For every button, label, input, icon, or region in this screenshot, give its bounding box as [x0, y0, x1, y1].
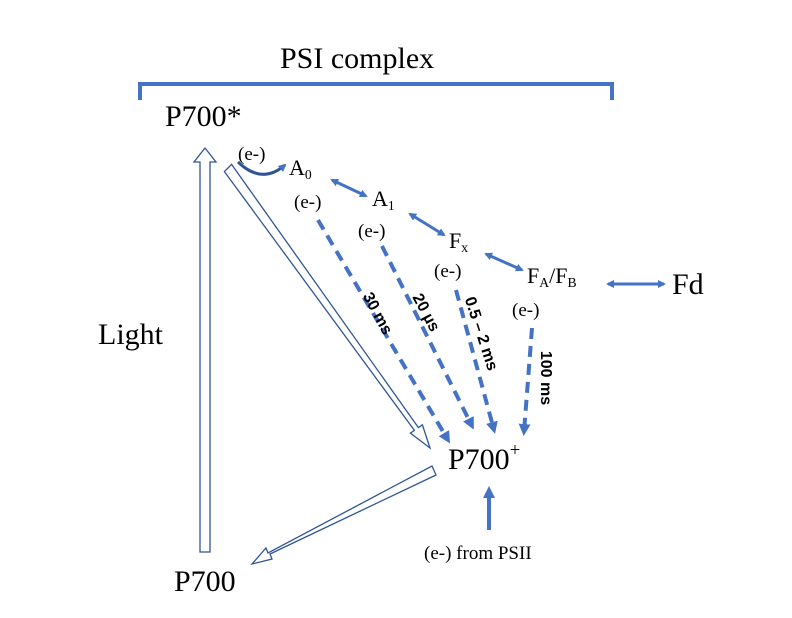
- fx-fafb-arrow: [484, 252, 524, 272]
- rate-label-100ms: 100 ms: [537, 350, 555, 406]
- a0-label: A0: [289, 155, 312, 183]
- fd-label: Fd: [672, 268, 704, 301]
- a0-a1-arrow: [330, 178, 368, 198]
- p700-star-label: P700*: [165, 100, 242, 133]
- light-excitation-arrow: [192, 146, 218, 553]
- light-label: Light: [98, 318, 163, 351]
- fafb-recombination-arrow: [518, 327, 534, 436]
- a1-recombination-arrow: [380, 245, 474, 430]
- electron-label-a0: (e-): [238, 144, 266, 165]
- fx-recombination-arrow: [454, 289, 498, 434]
- electron-label-fafb-2: (e-): [512, 300, 540, 321]
- a1-label: A1: [372, 186, 395, 214]
- a1-fx-arrow: [408, 212, 446, 237]
- return-hollow-arrow: [250, 465, 437, 566]
- electron-label-fx: (e-): [358, 221, 386, 242]
- psi-complex-bracket: [138, 82, 614, 100]
- recombination-hollow-arrow: [223, 163, 432, 450]
- excitation-to-a0-arrow: [236, 160, 287, 176]
- electron-label-a1: (e-): [294, 192, 322, 213]
- electron-label-fafb: (e-): [434, 261, 462, 282]
- psi-complex-title: PSI complex: [280, 42, 435, 75]
- a0-recombination-arrow: [316, 218, 451, 444]
- p700-plus-label: P700+: [448, 440, 521, 477]
- fa-fb-label: FA/FB: [527, 263, 577, 291]
- p700-label: P700: [174, 565, 236, 598]
- from-psii-label: (e-) from PSII: [424, 543, 532, 564]
- fx-label: Fx: [449, 228, 469, 256]
